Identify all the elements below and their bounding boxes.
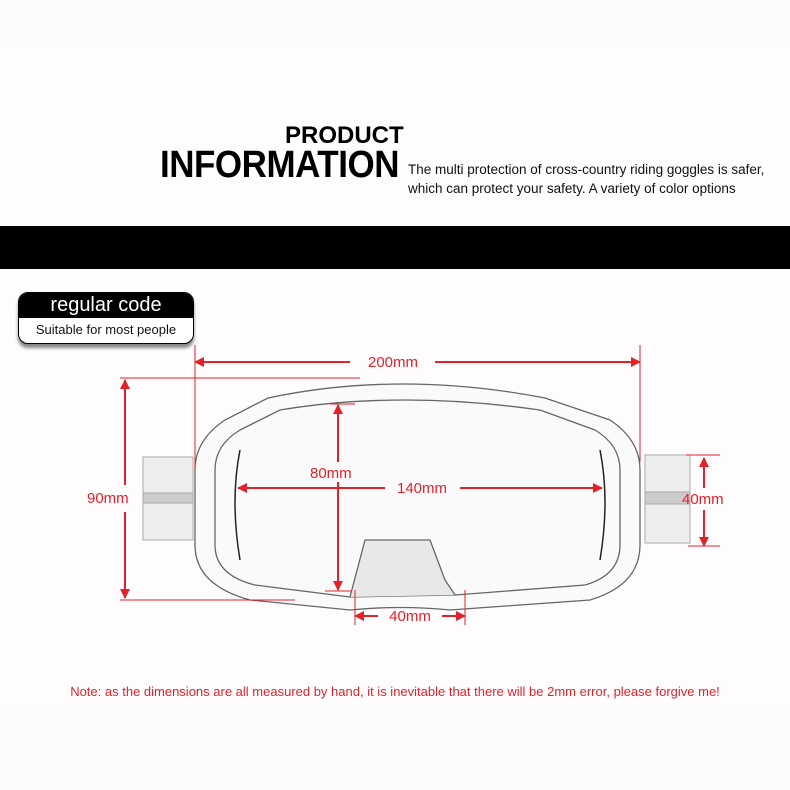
strap-right (644, 454, 691, 544)
bottom-band (0, 710, 790, 790)
dim-lens-width: 140mm (397, 480, 447, 497)
size-badge-sublabel: Suitable for most people (35, 322, 177, 337)
divider-bar (0, 226, 790, 269)
dim-lens-height: 80mm (310, 465, 352, 482)
dim-nose-width: 40mm (389, 608, 431, 625)
goggle-frame (194, 383, 641, 611)
top-band (0, 0, 790, 48)
dimension-lines (120, 345, 720, 625)
product-description: The multi protection of cross-country ri… (408, 162, 765, 196)
goggles-dimension-diagram: 200mm 90mm 80mm 140mm 40mm 40mm (87, 345, 724, 625)
title-information: INFORMATION (160, 144, 399, 186)
strap-left (142, 456, 194, 541)
size-badge-label: regular code (19, 293, 193, 318)
dim-total-height: 90mm (87, 490, 129, 507)
title-product: PRODUCT (285, 122, 404, 149)
dim-total-width: 200mm (368, 354, 418, 371)
measurement-note: Note: as the dimensions are all measured… (70, 684, 720, 699)
size-badge: regular code Suitable for most people (18, 292, 194, 344)
dim-strap-width: 40mm (682, 491, 724, 508)
